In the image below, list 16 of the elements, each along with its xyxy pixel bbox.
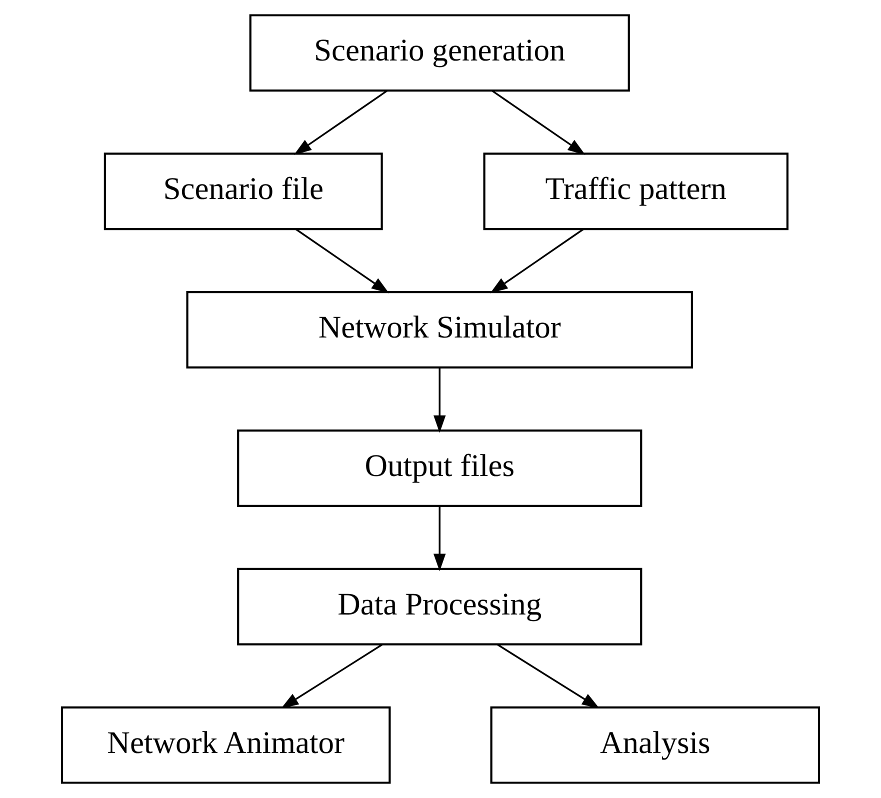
arrow xyxy=(496,644,600,708)
node-box: Data Processing xyxy=(237,568,642,646)
arrow xyxy=(294,90,388,155)
node-box: Output files xyxy=(237,429,642,507)
arrow xyxy=(433,506,446,572)
node-box: Scenario generation xyxy=(249,14,630,92)
node-box: Network Animator xyxy=(60,706,391,784)
arrow xyxy=(433,368,446,433)
arrow xyxy=(492,90,586,155)
arrow xyxy=(281,644,383,708)
node-box: Traffic pattern xyxy=(483,152,788,230)
arrow xyxy=(295,228,390,294)
node-box: Network Simulator xyxy=(186,291,693,369)
node-box: Scenario file xyxy=(104,152,383,230)
arrow xyxy=(490,228,584,294)
node-box: Analysis xyxy=(490,706,820,784)
